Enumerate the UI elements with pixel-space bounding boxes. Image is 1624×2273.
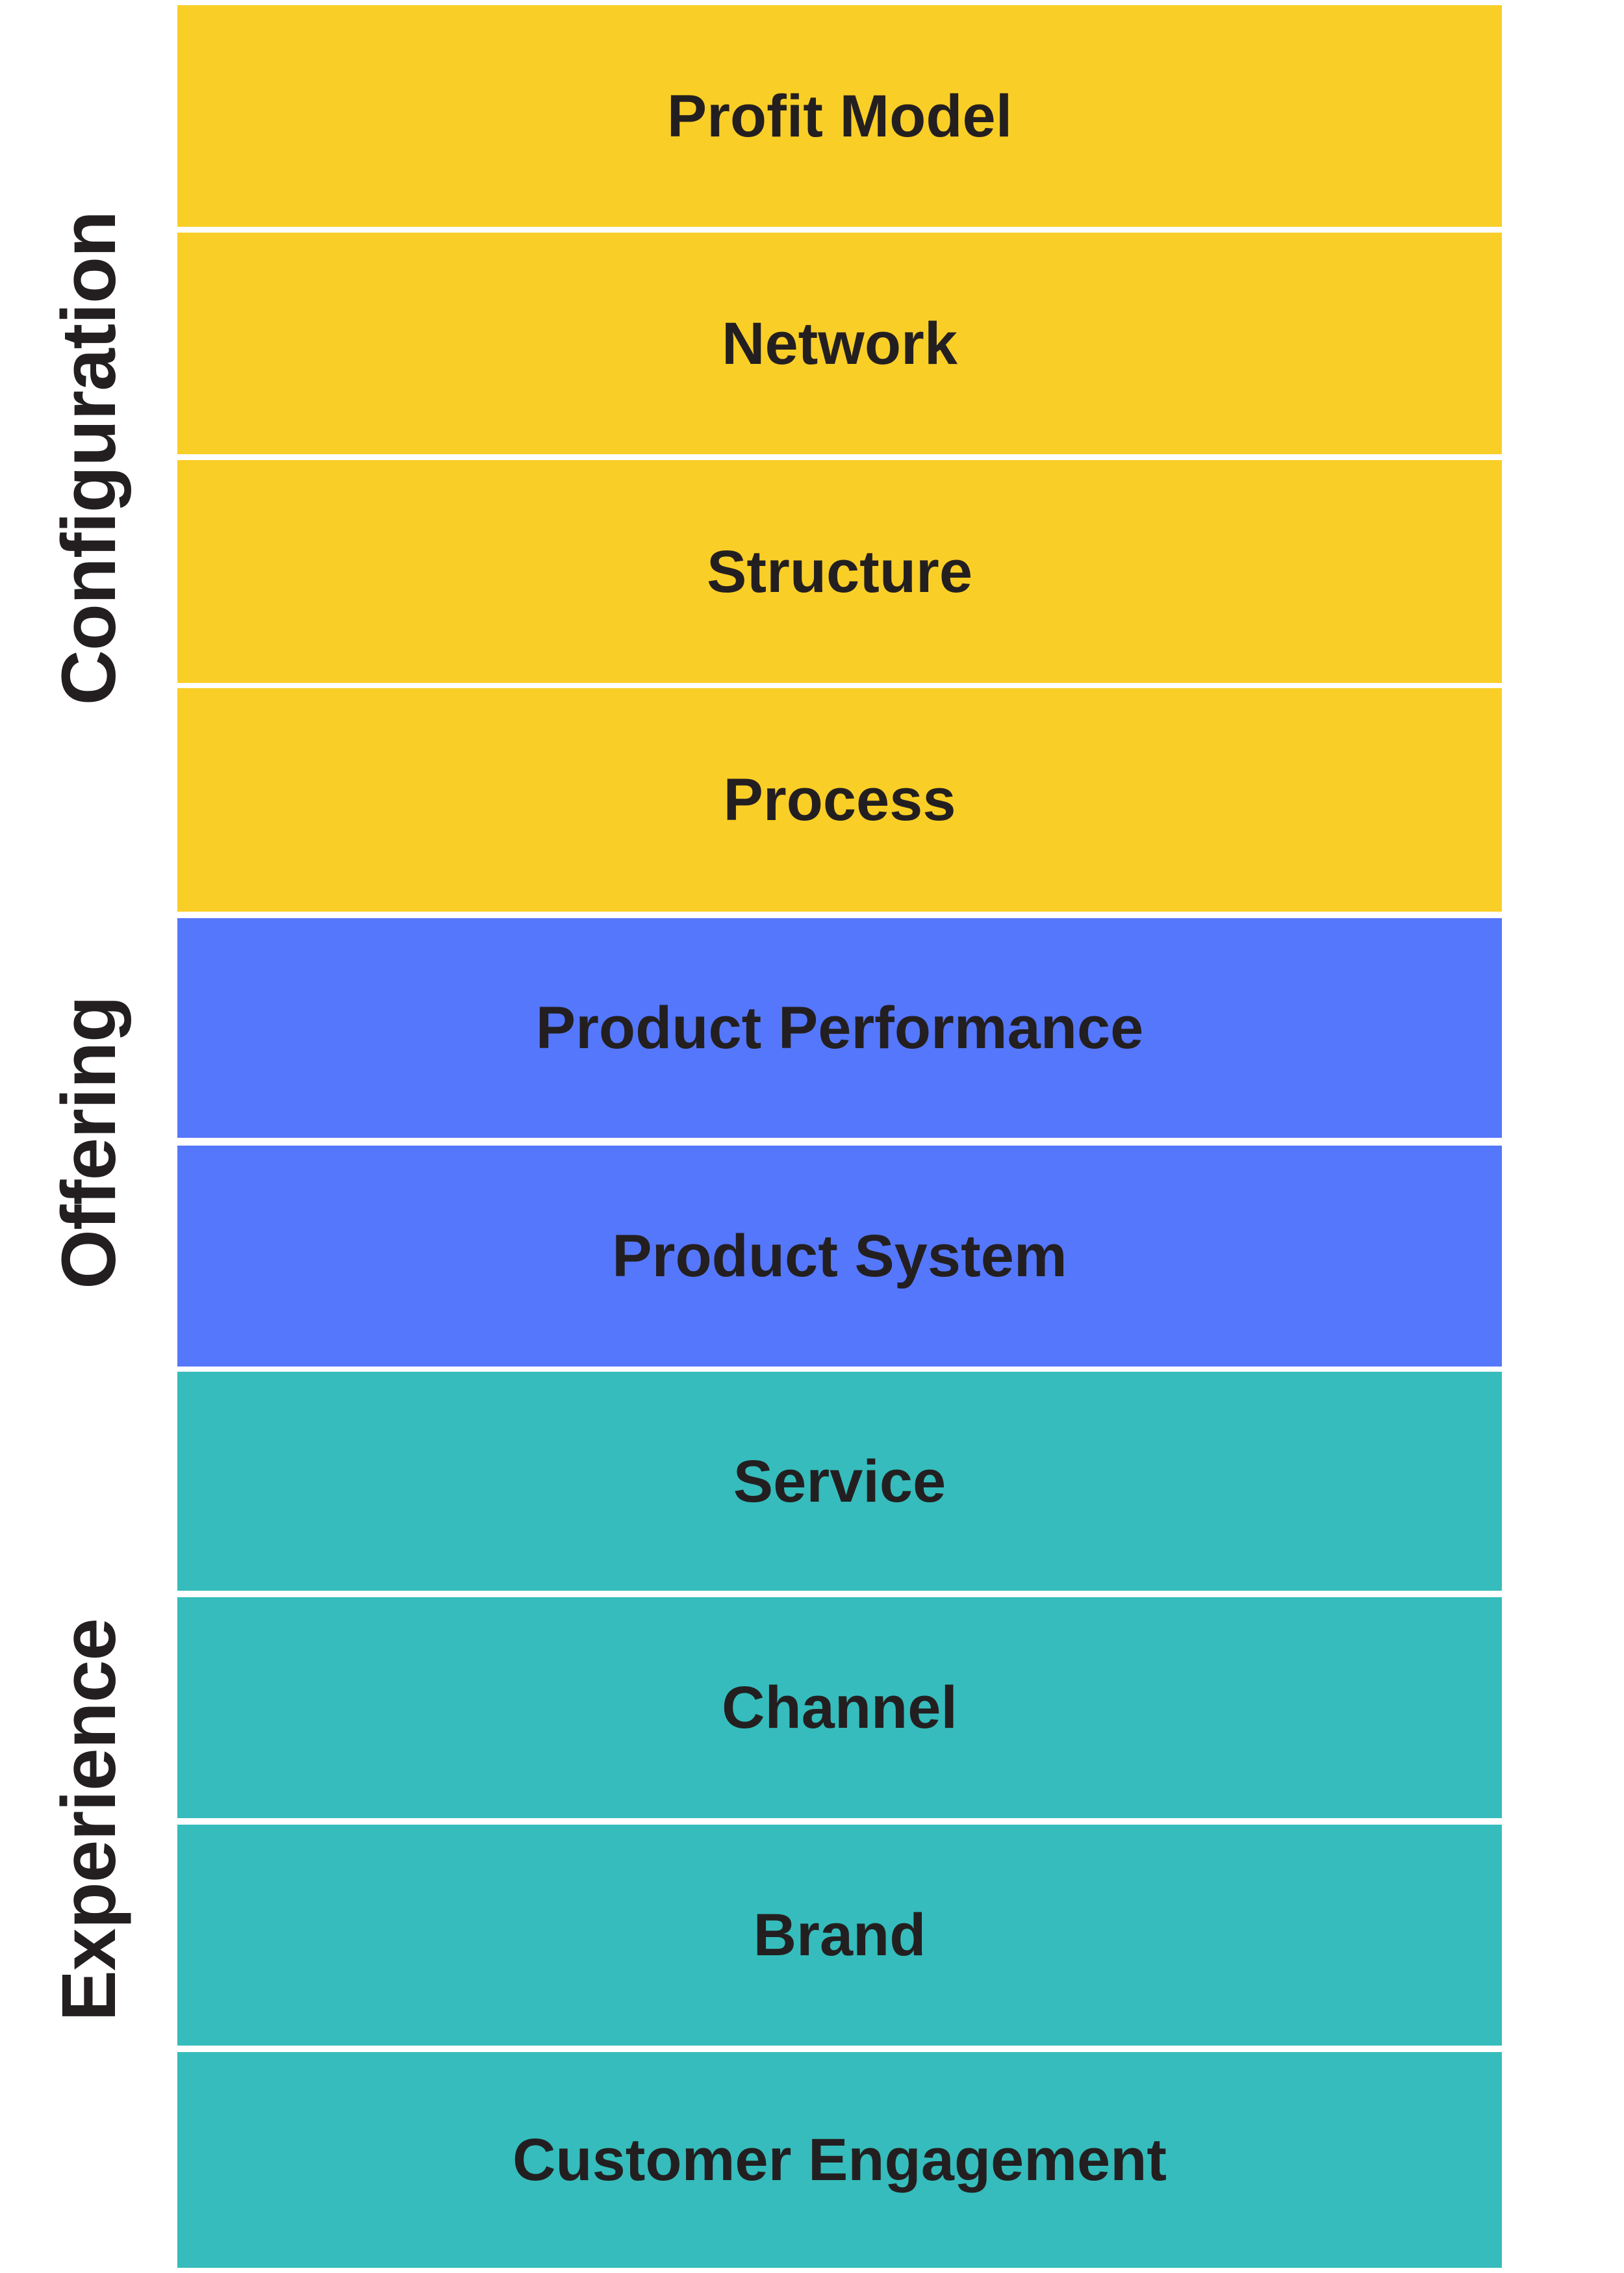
category-label-offering: Offering <box>0 918 177 1367</box>
category-label-text: Configuration <box>45 211 132 706</box>
type-block-customer-engagement[interactable]: Customer Engagement <box>177 2052 1502 2268</box>
type-block-profit-model[interactable]: Profit Model <box>177 5 1502 227</box>
category-label-experience: Experience <box>0 1372 177 2268</box>
type-block-label: Brand <box>753 1902 926 1968</box>
type-block-channel[interactable]: Channel <box>177 1597 1502 1818</box>
category-label-text: Experience <box>45 1618 132 2022</box>
type-block-label: Structure <box>707 538 972 605</box>
type-block-network[interactable]: Network <box>177 233 1502 454</box>
type-block-service[interactable]: Service <box>177 1372 1502 1591</box>
type-block-product-system[interactable]: Product System <box>177 1146 1502 1367</box>
type-block-label: Network <box>722 310 958 377</box>
type-block-structure[interactable]: Structure <box>177 460 1502 683</box>
type-block-label: Channel <box>722 1675 958 1741</box>
type-block-process[interactable]: Process <box>177 688 1502 912</box>
type-block-label: Process <box>723 767 956 833</box>
type-block-label: Customer Engagement <box>512 2127 1167 2193</box>
type-block-label: Service <box>733 1448 946 1515</box>
category-label-configuration: Configuration <box>0 5 177 912</box>
type-block-product-performance[interactable]: Product Performance <box>177 918 1502 1138</box>
category-label-text: Offering <box>45 995 132 1289</box>
type-block-brand[interactable]: Brand <box>177 1825 1502 2046</box>
type-block-label: Product System <box>612 1223 1067 1289</box>
type-block-label: Product Performance <box>535 995 1144 1061</box>
type-block-label: Profit Model <box>666 83 1013 149</box>
